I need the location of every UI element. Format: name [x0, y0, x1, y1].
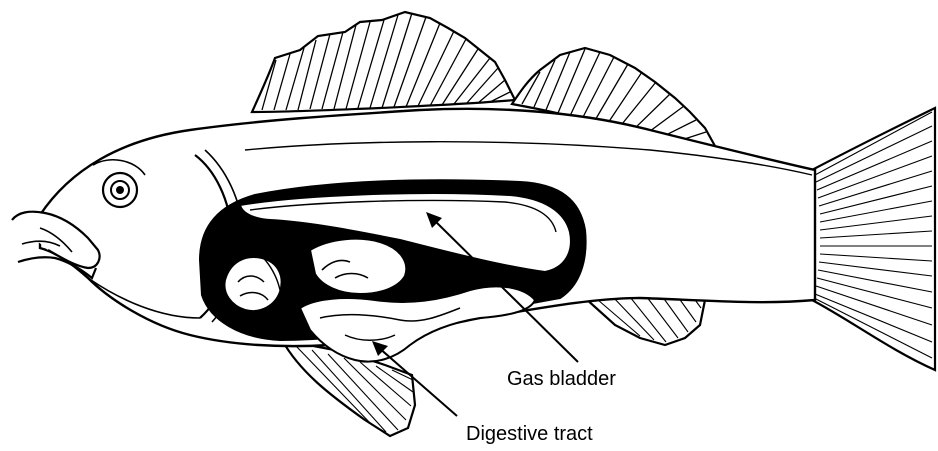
- digestive-tract-label: Digestive tract: [466, 424, 593, 444]
- heart: [224, 257, 281, 311]
- dorsal-fin-front: [252, 12, 515, 112]
- caudal-fin: [812, 108, 935, 370]
- gas-bladder-label: Gas bladder: [507, 369, 616, 389]
